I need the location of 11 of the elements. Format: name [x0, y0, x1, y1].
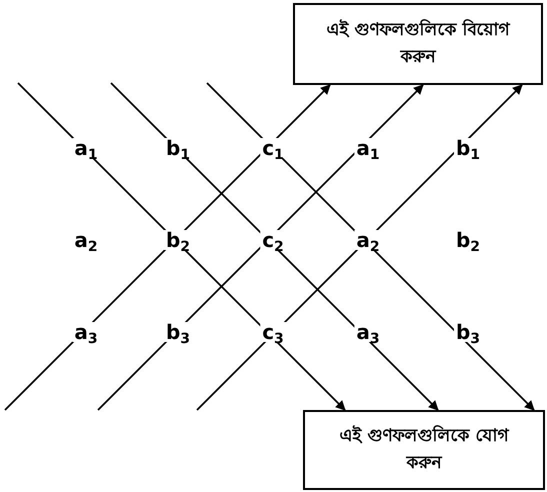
matrix-entry: b$_{1}$ [454, 138, 482, 158]
instruction-box [293, 3, 543, 85]
instruction-box [303, 410, 545, 490]
instruction-text: এই গুণফলগুলিকে যোগ করুন [338, 424, 510, 475]
matrix-entry: a$_{1}$ [354, 138, 382, 158]
matrix-entry: c$_{3}$ [260, 322, 286, 342]
instruction-text: এই গুণফলগুলিকে বিয়োগ করুন [326, 18, 512, 69]
matrix-entry: c$_{2}$ [260, 230, 286, 250]
matrix-entry: b$_{1}$ [164, 138, 192, 158]
matrix-entry: a$_{1}$ [72, 138, 100, 158]
matrix-entry: c$_{1}$ [260, 138, 286, 158]
